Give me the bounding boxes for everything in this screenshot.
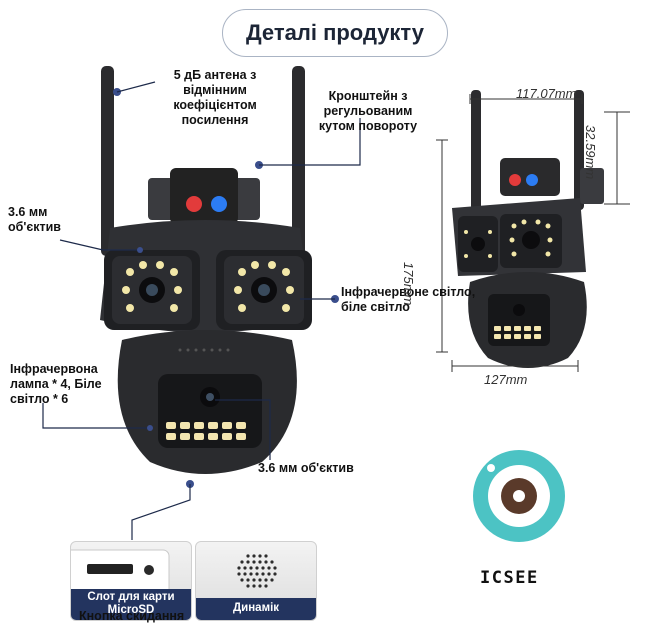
page-title: Деталі продукту: [222, 9, 448, 57]
dim-line-depth: [604, 111, 630, 205]
antenna-left: [101, 66, 114, 256]
callout-ir-lamp: Інфрачервона лампа * 4, Біле світло * 6: [10, 362, 102, 406]
lens-module-right: [216, 250, 312, 330]
vent-grille: [178, 348, 230, 352]
dim-line-width-bottom: [451, 360, 579, 372]
speaker-grille-icon: [237, 554, 277, 588]
callout-lens-left: 3.6 мм об'єктив: [8, 205, 61, 234]
reset-button-label: Кнопка скидання: [79, 609, 185, 623]
callout-lens-bottom: 3.6 мм об'єктив: [258, 461, 354, 475]
brand-name: ICSEE: [480, 568, 539, 588]
callout-antenna: 5 дБ антена з відмінним коефіцієнтом пос…: [173, 68, 257, 127]
dim-width-top: 117.07mm: [516, 86, 577, 101]
dim-width-bottom: 127mm: [484, 372, 528, 387]
icsee-logo-icon: [473, 450, 565, 542]
dim-depth: 32.59mm: [583, 125, 598, 180]
microsd-slot-thumbnail: Слот для карти MicroSD: [70, 541, 192, 621]
led-array-bottom: [166, 422, 246, 440]
callout-ir-light: Інфрачервоне світло, біле світло: [341, 285, 476, 314]
microsd-slot-label: Слот для карти MicroSD: [71, 589, 191, 620]
lens-module-left: [104, 250, 200, 330]
ptz-front-panel: [158, 374, 262, 448]
speaker-thumbnail: Динамік: [195, 541, 317, 621]
callout-bracket: Кронштейн з регульованим кутом повороту: [318, 89, 418, 133]
red-led: [186, 196, 202, 212]
dim-height: 175mm: [401, 262, 416, 306]
blue-led: [211, 196, 227, 212]
dim-line-height: [436, 139, 448, 353]
side-view-camera: [452, 90, 604, 368]
speaker-label: Динамік: [196, 598, 316, 620]
status-light-unit: [170, 168, 238, 224]
antenna-right: [292, 66, 305, 256]
